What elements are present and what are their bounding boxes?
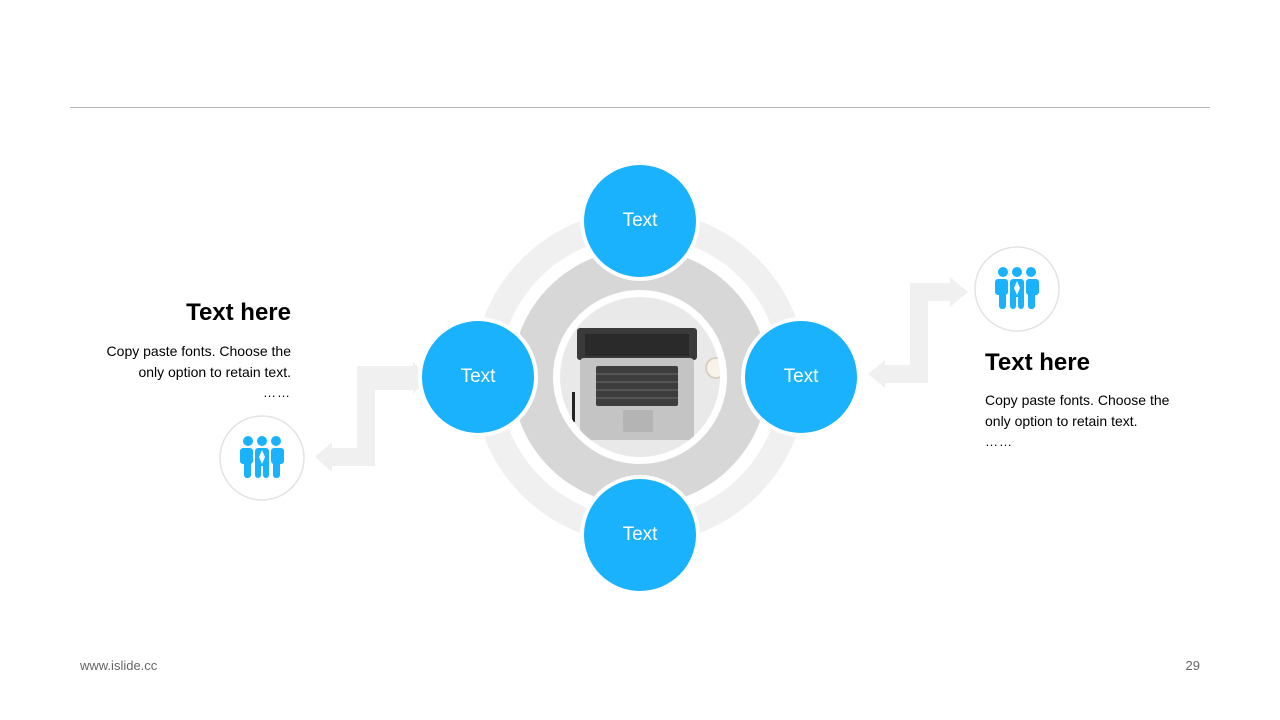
pen [572, 392, 575, 422]
right-block-ellipsis: …… [985, 434, 1013, 449]
team-icon [974, 246, 1060, 332]
center-photo [553, 290, 727, 464]
left-connector-arrow [315, 362, 428, 472]
left-block-title: Text here [186, 299, 291, 326]
node-bottom-label: Text [622, 524, 658, 545]
footer-website: www.islide.cc [80, 658, 158, 673]
node-left[interactable] [418, 317, 538, 437]
team-icon [219, 415, 305, 501]
left-block-ellipsis: …… [263, 385, 291, 400]
right-block-body: Copy paste fonts. Choose the only option… [985, 392, 1170, 429]
node-right-label: Text [783, 366, 819, 387]
node-right[interactable] [741, 317, 861, 437]
left-block-body: Copy paste fonts. Choose the only option… [106, 343, 291, 380]
node-left-label: Text [460, 366, 496, 387]
right-block-title: Text here [985, 349, 1090, 376]
page-number: 29 [1185, 658, 1200, 673]
node-top-label: Text [622, 210, 658, 231]
node-top[interactable] [580, 161, 700, 281]
right-connector-arrow [868, 277, 968, 388]
node-bottom[interactable] [580, 475, 700, 595]
coffee-cup [705, 357, 720, 379]
top-divider [70, 107, 1210, 108]
